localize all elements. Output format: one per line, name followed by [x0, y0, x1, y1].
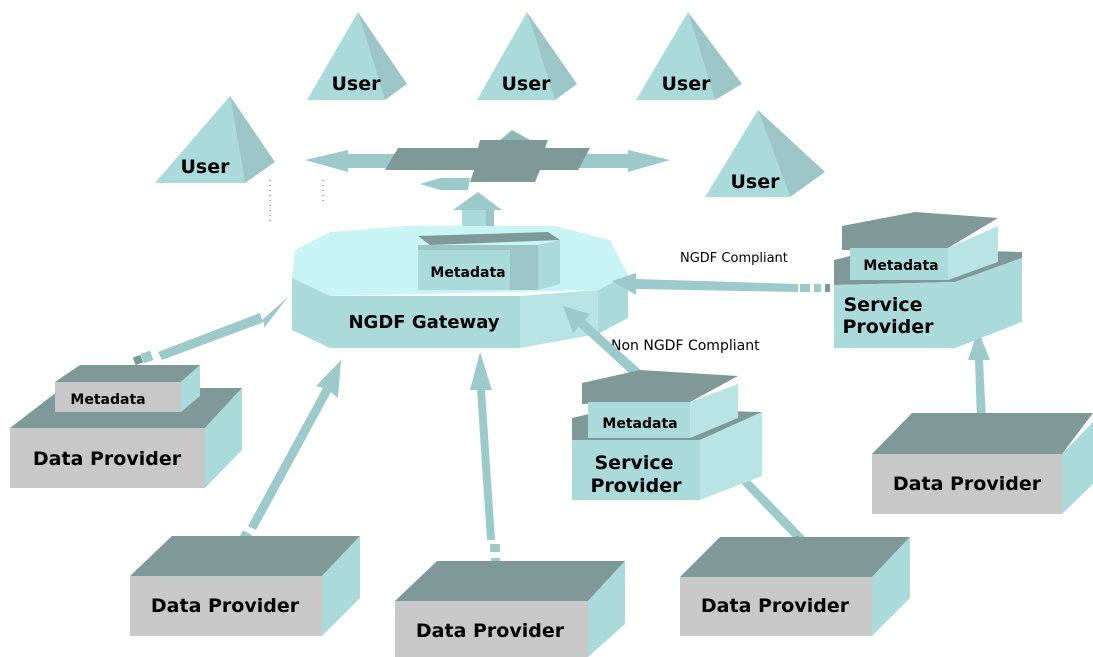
user-pyramid-2: User	[307, 12, 407, 100]
gateway-metadata-label: Metadata	[430, 265, 505, 281]
data-provider-bottom-center: Data Provider	[395, 561, 625, 657]
user-pyramid-1: User	[155, 96, 275, 183]
ngdf-gateway: NGDF Gateway	[292, 226, 628, 348]
service-provider-label-line1: Service	[844, 294, 923, 316]
service-provider-label-line1: Service	[595, 452, 674, 474]
user-pyramid-5: User	[705, 110, 825, 197]
data-provider-top-left: Data Provider Metadata	[10, 365, 242, 488]
data-provider-label: Data Provider	[151, 595, 300, 617]
data-provider-bottom-right: Data Provider	[680, 537, 910, 636]
gateway-label: NGDF Gateway	[348, 312, 499, 333]
user-label: User	[332, 73, 382, 95]
user-label: User	[502, 73, 552, 95]
service-provider-right: Service Provider Metadata	[834, 212, 1022, 348]
data-provider-label: Data Provider	[701, 595, 850, 617]
data-provider-connection-arrow	[470, 352, 500, 573]
service-provider-label-line2: Provider	[842, 316, 934, 338]
data-provider-connection-arrow	[232, 360, 341, 554]
user-pyramid-4: User	[636, 12, 742, 100]
service-provider-metadata-label: Metadata	[863, 258, 938, 274]
ngdf-compliant-label: NGDF Compliant	[680, 251, 788, 266]
user-pyramid-3: User	[477, 12, 577, 100]
service-provider-label-line2: Provider	[590, 475, 682, 497]
compliant-connection-arrow	[612, 273, 830, 295]
user-distribution-hub	[305, 130, 670, 190]
gateway-metadata-block: Metadata	[418, 232, 560, 290]
user-label: User	[731, 171, 781, 193]
data-provider-bottom-left: Data Provider	[130, 536, 360, 636]
data-provider-label: Data Provider	[33, 448, 182, 470]
user-label: User	[181, 156, 231, 178]
service-provider-center: Service Provider Metadata	[572, 370, 762, 500]
data-provider-right: Data Provider	[872, 413, 1093, 514]
user-label: User	[662, 73, 712, 95]
data-provider-label: Data Provider	[893, 473, 1042, 495]
data-provider-label: Data Provider	[416, 620, 565, 642]
service-provider-metadata-label: Metadata	[602, 416, 677, 432]
non-ngdf-compliant-label: Non NGDF Compliant	[611, 338, 760, 354]
data-provider-connection-arrow	[132, 297, 288, 366]
data-provider-metadata-label: Metadata	[70, 392, 145, 408]
